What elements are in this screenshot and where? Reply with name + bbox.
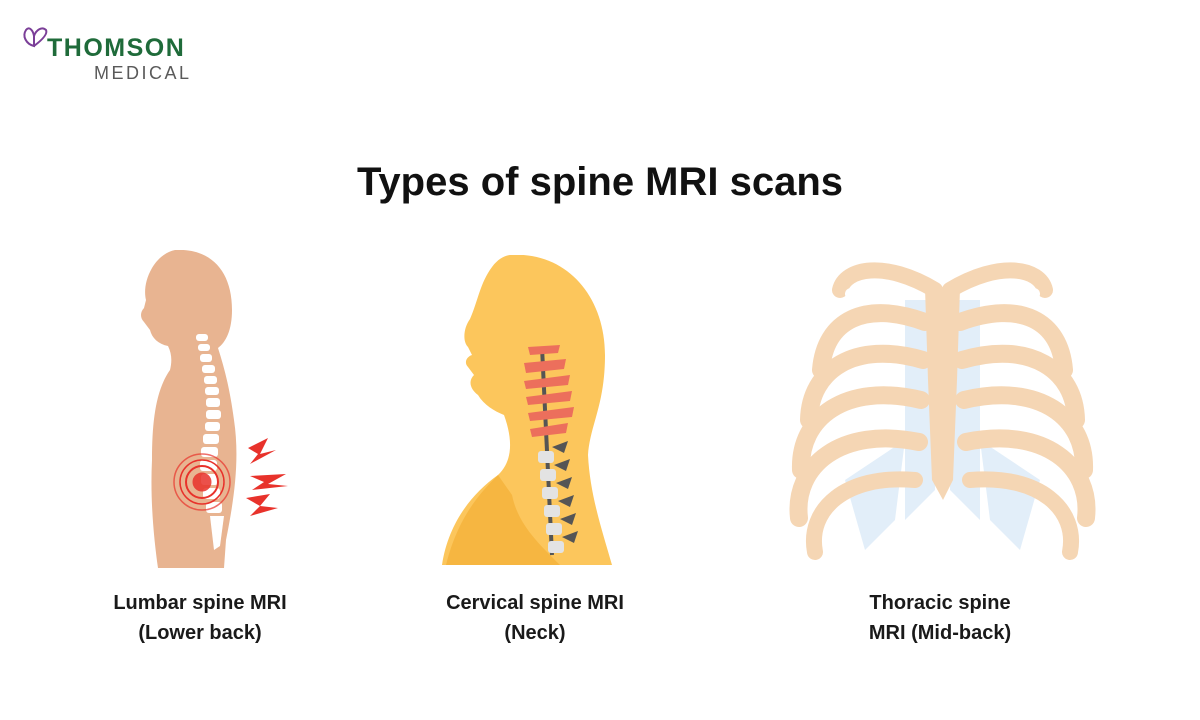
caption-line-2: (Neck) (504, 622, 566, 644)
thoracic-ribcage-illustration (789, 262, 1096, 560)
lumbar-caption: Lumbar spine MRI (Lower back) (70, 588, 330, 648)
sternum (925, 288, 960, 500)
pain-indicator (173, 453, 231, 511)
page-title: Types of spine MRI scans (356, 160, 844, 204)
caption-line-2: (Lower back) (138, 622, 262, 644)
thoracic-vertebrae-grey (538, 441, 578, 553)
head-neck-silhouette (442, 255, 612, 565)
logo: THOMSON MEDICAL (20, 24, 220, 84)
thoracic-caption: Thoracic spine MRI (Mid-back) (810, 588, 1070, 648)
cervical-caption: Cervical spine MRI (Neck) (405, 588, 665, 648)
pain-lightning-icon (246, 438, 288, 516)
cervical-spine-illustration (442, 255, 612, 565)
caption-line-2: MRI (Mid-back) (868, 622, 1012, 644)
butterfly-icon (23, 27, 48, 48)
ribs (789, 262, 1096, 560)
caption-line-1: Lumbar spine MRI (113, 592, 287, 614)
rib-cartilage-white (845, 288, 1040, 300)
caption-line-1: Thoracic spine (869, 592, 1011, 614)
shoulder-shadow (446, 475, 560, 565)
caption-line-1: Cervical spine MRI (446, 592, 624, 614)
cervical-vertebrae-red (524, 345, 574, 437)
brand-subtitle: MEDICAL (94, 63, 192, 83)
lumbar-spine-illustration (141, 250, 288, 568)
brand-name: THOMSON (47, 34, 186, 62)
